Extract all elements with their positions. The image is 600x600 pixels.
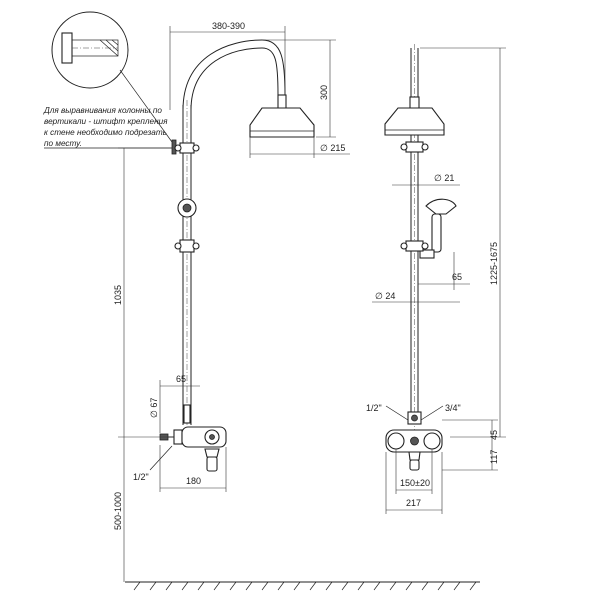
dim-mount-height: 500-1000 — [113, 492, 123, 530]
dim-mixer-width: 217 — [406, 498, 421, 508]
dim-pipe-lower: ∅ 24 — [375, 291, 395, 301]
mounting-note: Для выравнивания колонны по вертикали - … — [43, 106, 172, 149]
dim-escutcheon: ∅ 67 — [149, 398, 159, 418]
note-line-4: по месту. — [44, 139, 82, 148]
dim-thread-front-out: 3/4" — [445, 403, 461, 413]
dim-thread-front-in: 1/2" — [366, 403, 382, 413]
side-view — [159, 39, 315, 472]
dim-thread-left: 1/2" — [133, 472, 149, 482]
note-line-3: к стене необходимо подрезать — [44, 128, 167, 137]
dim-offset-side: 65 — [176, 374, 186, 384]
dimension-lines — [118, 26, 506, 582]
dim-mixer-depth: 180 — [186, 476, 201, 486]
detail-callout — [51, 11, 173, 143]
dim-centers: 150±20 — [400, 478, 430, 488]
dimension-labels: 380-390 300 ∅ 215 1225-1675 ∅ 21 65 ∅ 24… — [113, 21, 499, 530]
dim-mixer-to-head: 1035 — [113, 285, 123, 305]
dim-column-height: 1225-1675 — [489, 242, 499, 285]
dim-pipe-upper: ∅ 21 — [434, 173, 454, 183]
dim-reach: 380-390 — [212, 21, 245, 31]
dim-head-diameter: ∅ 215 — [320, 143, 345, 153]
dim-mixer-offset: 45 — [489, 430, 499, 440]
dim-offset-upper: 65 — [452, 272, 462, 282]
dim-mixer-height: 117 — [489, 450, 499, 464]
note-line-2: вертикали - штифт крепления — [44, 117, 168, 126]
note-line-1: Для выравнивания колонны по — [43, 106, 162, 115]
dim-head-height: 300 — [319, 85, 329, 100]
floor-line — [125, 581, 480, 591]
front-view — [384, 44, 457, 471]
